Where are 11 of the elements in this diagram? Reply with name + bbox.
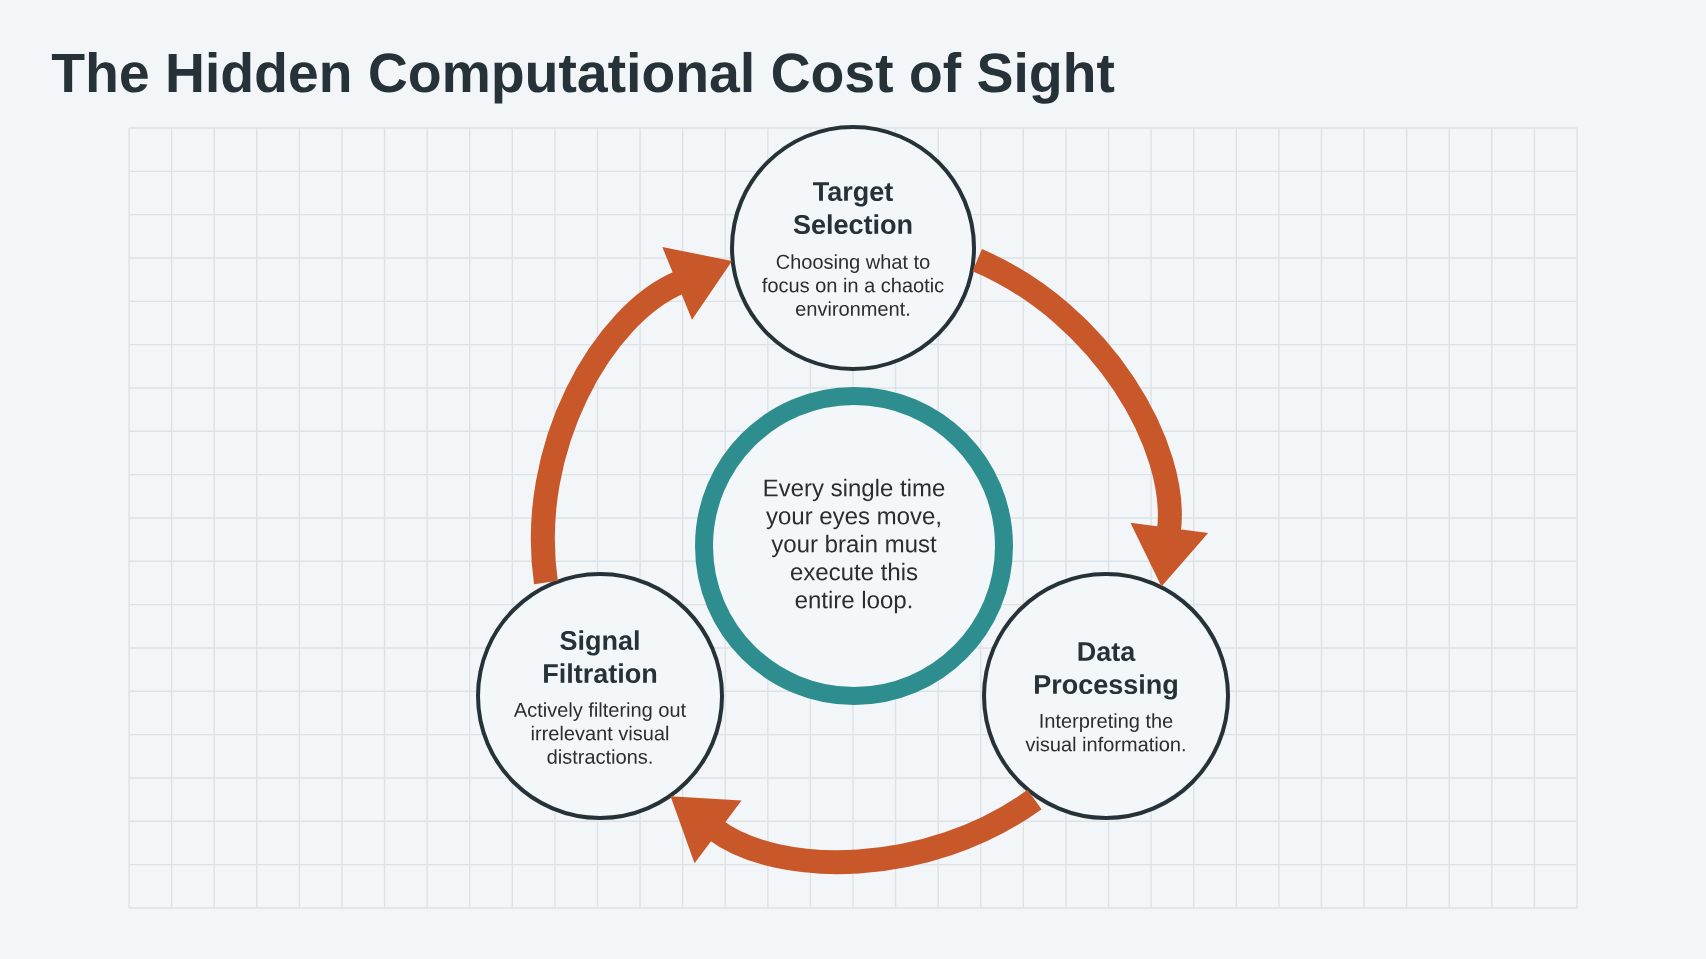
step-description: Interpreting the visual information.: [1025, 713, 1185, 752]
step-title: Target Selection: [793, 182, 912, 235]
process-circle: [730, 125, 976, 371]
process-circle: [982, 572, 1230, 820]
central-ring: Every single time your eyes move, your brain must execute this entire loop.: [695, 387, 1013, 705]
step-title: Signal Filtration: [544, 630, 657, 684]
title: The Hidden Computational Cost of Sight: [51, 51, 1115, 104]
process-circle: [476, 572, 724, 820]
step-title: Data Processing: [1035, 642, 1177, 700]
step-description: Choosing what to focus on in a chaotic environment.: [762, 254, 944, 316]
step-description: Actively filtering out irrelevant visual distractions.: [513, 702, 686, 764]
